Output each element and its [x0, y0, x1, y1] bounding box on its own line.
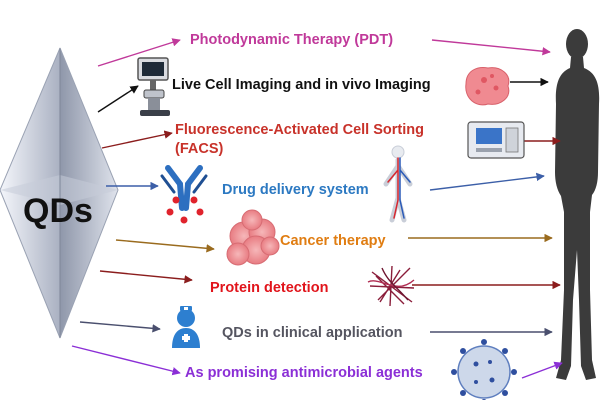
label-cancer-therapy: Cancer therapy: [280, 233, 386, 249]
label-facs: Fluorescence-Activated Cell Sorting: [175, 122, 424, 138]
antibody-icon: [160, 165, 208, 224]
output-arrows: [408, 39, 563, 379]
microscope-icon: [137, 57, 170, 116]
label-pdt: Photodynamic Therapy (PDT): [190, 32, 393, 48]
human-silhouette-icon: [555, 29, 600, 380]
qd-crystal: QDs: [0, 47, 119, 339]
application-labels: Photodynamic Therapy (PDT) Live Cell Ima…: [172, 32, 431, 381]
label-antimicrobial: As promising antimicrobial agents: [185, 365, 423, 381]
imaging-cell-icon: [465, 67, 510, 106]
protein-network-icon: [367, 265, 415, 307]
facs-machine-icon: [467, 121, 525, 159]
label-facs-abbrev: (FACS): [175, 141, 224, 157]
vascular-body-icon: [383, 145, 413, 223]
qds-center-label: QDs: [23, 192, 93, 230]
doctor-icon: [172, 306, 200, 348]
label-protein-detection: Protein detection: [210, 280, 328, 296]
tumor-cell-icon: [226, 209, 280, 266]
label-imaging: Live Cell Imaging and in vivo Imaging: [172, 77, 431, 93]
input-arrows: [71, 38, 215, 376]
label-drug-delivery: Drug delivery system: [222, 182, 369, 198]
virus-particle-icon: [451, 339, 517, 405]
label-clinical: QDs in clinical application: [222, 325, 403, 341]
